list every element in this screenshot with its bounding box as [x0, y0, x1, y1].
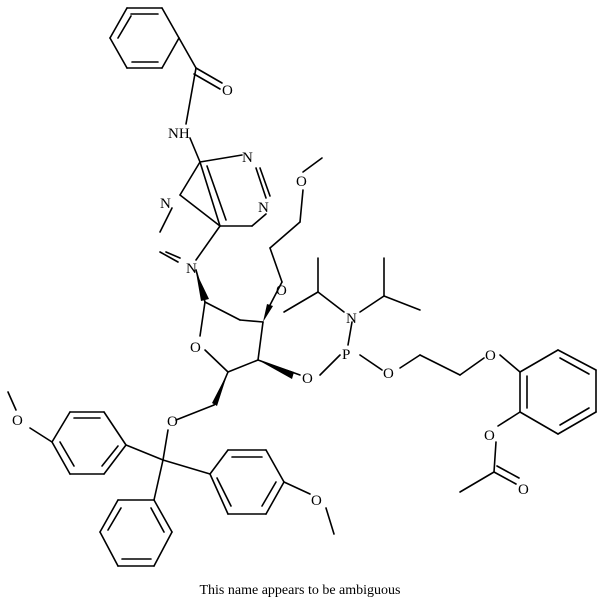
atom-label-n-purine-1: N — [242, 150, 253, 166]
atom-label-n-purine-3: N — [258, 200, 269, 216]
atom-label-o-methoxyethoxy: O — [276, 283, 287, 299]
atom-label-o-aryl-ether: O — [485, 348, 496, 364]
atom-label-layer: O NH N N N N O O O O N P O O O O O O O — [12, 83, 529, 509]
atom-label-p-phosphorus: P — [342, 347, 350, 363]
atom-label-o-acetate-carbonyl: O — [518, 482, 529, 498]
wedge-c1prime — [196, 272, 209, 301]
atom-label-o-5prime: O — [167, 414, 178, 430]
atom-label-o-acetate-ester: O — [484, 428, 495, 444]
wedge-c3prime — [258, 360, 294, 379]
atom-label-o-ring: O — [190, 340, 201, 356]
atom-label-n-purine-9: N — [186, 261, 197, 277]
bond-layer — [7, 7, 597, 567]
stereo-wedges — [196, 272, 294, 406]
atom-label-o-methoxy-right: O — [311, 493, 322, 509]
atom-label-o-methoxy-chain: O — [296, 174, 307, 190]
atom-label-o-phosphite: O — [383, 366, 394, 382]
wedge-c2prime — [263, 304, 273, 322]
atom-label-n-diisopropyl: N — [346, 311, 357, 327]
atom-label-o-3prime: O — [302, 371, 313, 387]
atom-label-o-methoxy-left: O — [12, 413, 23, 429]
atom-label-nh-amide: NH — [168, 126, 190, 142]
atom-label-o-carbonyl: O — [222, 83, 233, 99]
atom-label-n-purine-7: N — [160, 196, 171, 212]
caption-text: This name appears to be ambiguous — [199, 583, 400, 598]
wedge-c4prime — [212, 372, 228, 406]
